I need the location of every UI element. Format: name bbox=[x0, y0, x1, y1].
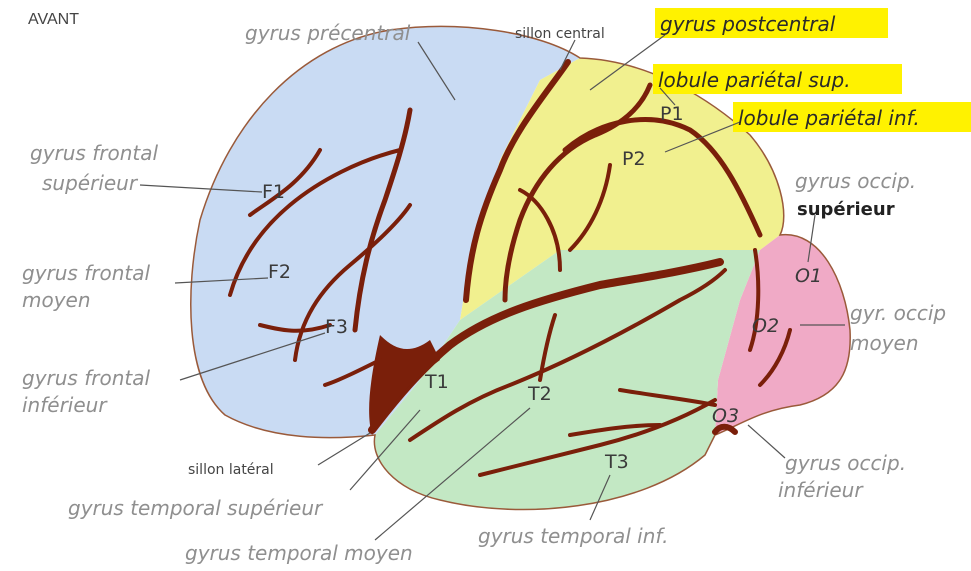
label-gyrus-frontal-sup-2: supérieur bbox=[42, 171, 139, 195]
code-F2: F2 bbox=[268, 261, 291, 283]
label-sillon-lateral: sillon latéral bbox=[188, 462, 274, 478]
code-T1: T1 bbox=[424, 371, 449, 393]
label-sillon-central: sillon central bbox=[515, 26, 605, 42]
code-P2: P2 bbox=[622, 148, 646, 170]
label-gyrus-occip-inf-1: gyrus occip. bbox=[785, 451, 906, 475]
label-gyrus-frontal-moy-2: moyen bbox=[22, 288, 91, 312]
label-gyrus-temporal-inf: gyrus temporal inf. bbox=[478, 524, 668, 548]
label-gyrus-frontal-inf-2: inférieur bbox=[22, 393, 108, 417]
code-P1: P1 bbox=[660, 103, 684, 125]
label-gyrus-occip-sup-2: supérieur bbox=[797, 199, 895, 220]
label-lobule-parietal-inf: lobule pariétal inf. bbox=[738, 106, 920, 130]
label-gyrus-frontal-inf-1: gyrus frontal bbox=[22, 366, 150, 390]
code-T3: T3 bbox=[604, 451, 629, 473]
label-gyr-occip-moy-1: gyr. occip bbox=[850, 301, 946, 325]
label-gyrus-precentral: gyrus précentral bbox=[245, 21, 411, 45]
leader-O3 bbox=[748, 425, 785, 458]
code-T2: T2 bbox=[527, 383, 552, 405]
label-gyrus-temporal-sup: gyrus temporal supérieur bbox=[68, 496, 324, 520]
code-F1: F1 bbox=[262, 181, 285, 203]
label-gyrus-occip-inf-2: inférieur bbox=[778, 478, 864, 502]
orientation-label: AVANT bbox=[28, 11, 79, 28]
label-gyrus-postcentral: gyrus postcentral bbox=[660, 12, 836, 36]
code-O1: O1 bbox=[795, 265, 822, 287]
label-gyrus-temporal-moy: gyrus temporal moyen bbox=[185, 541, 413, 565]
label-gyr-occip-moy-2: moyen bbox=[850, 331, 919, 355]
code-O3: O3 bbox=[712, 405, 739, 427]
label-gyrus-occip-sup-1: gyrus occip. bbox=[795, 169, 916, 193]
label-gyrus-frontal-moy-1: gyrus frontal bbox=[22, 261, 150, 285]
label-gyrus-frontal-sup-1: gyrus frontal bbox=[30, 141, 158, 165]
code-O2: O2 bbox=[752, 315, 779, 337]
code-F3: F3 bbox=[325, 316, 348, 338]
label-lobule-parietal-sup: lobule pariétal sup. bbox=[658, 68, 851, 92]
